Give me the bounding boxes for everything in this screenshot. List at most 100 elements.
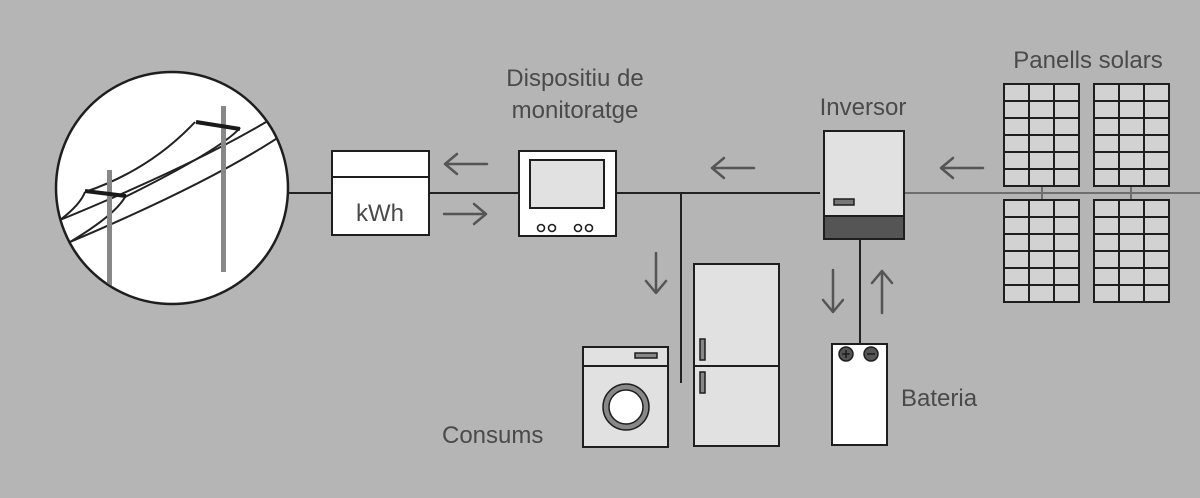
utility-pole-left: [107, 170, 112, 303]
solar-cell: [1028, 267, 1055, 286]
solar-cell: [1003, 216, 1030, 235]
fridge-handle-bottom: [699, 371, 706, 394]
monitoring-device: [518, 150, 617, 237]
solar-cell: [1028, 233, 1055, 252]
solar-panels-label: Panells solars: [1013, 47, 1162, 74]
power-line-span-2: [124, 127, 241, 198]
solar-cell: [1093, 267, 1120, 286]
plus-icon: [842, 350, 850, 358]
solar-cell: [1143, 117, 1170, 136]
pole-crossarm-right: [195, 120, 241, 131]
inverter: [823, 130, 905, 240]
solar-cell: [1118, 267, 1145, 286]
solar-cell: [1028, 134, 1055, 153]
solar-cell: [1093, 284, 1120, 303]
solar-cell: [1003, 233, 1030, 252]
monitor-label-line2: monitoratge: [512, 97, 639, 124]
solar-cell: [1118, 250, 1145, 269]
power-line-span: [84, 121, 196, 193]
solar-cell: [1118, 83, 1145, 102]
power-grid: [54, 70, 290, 306]
solar-cell: [1118, 134, 1145, 153]
solar-cell: [1118, 216, 1145, 235]
grid-circle: [54, 70, 290, 306]
arrow-panels-to-inverter: [939, 156, 985, 180]
solar-cell: [1028, 100, 1055, 119]
solar-cell: [1118, 117, 1145, 136]
arrow-to-consumers: [644, 251, 668, 295]
solar-cell: [1053, 199, 1080, 218]
solar-cell: [1053, 216, 1080, 235]
battery-body: [831, 343, 888, 446]
solar-cell: [1003, 284, 1030, 303]
solar-panel: [1093, 199, 1170, 303]
solar-cell: [1118, 151, 1145, 170]
solar-cell: [1028, 216, 1055, 235]
inverter-indicator: [833, 198, 855, 206]
solar-panel: [1093, 83, 1170, 187]
solar-cell: [1093, 199, 1120, 218]
energy-meter: kWh: [331, 150, 430, 236]
fridge-body: [693, 263, 780, 447]
solar-cell: [1143, 168, 1170, 187]
solar-cell: [1093, 151, 1120, 170]
meter-unit-label: kWh: [356, 200, 404, 227]
solar-cell: [1003, 134, 1030, 153]
meter-body: [331, 150, 430, 236]
solar-cell: [1118, 233, 1145, 252]
solar-cell: [1003, 100, 1030, 119]
solar-cell: [1093, 83, 1120, 102]
monitor-button: [536, 223, 546, 233]
solar-cell: [1093, 216, 1120, 235]
solar-panel: [1003, 199, 1080, 303]
solar-cell: [1118, 100, 1145, 119]
washing-machine-display: [634, 352, 658, 359]
solar-cell: [1003, 199, 1030, 218]
solar-cell: [1003, 151, 1030, 170]
arrow-inverter-to-battery: [821, 268, 845, 314]
solar-cell: [1003, 168, 1030, 187]
solar-cell: [1053, 168, 1080, 187]
solar-cell: [1093, 168, 1120, 187]
solar-cell: [1053, 117, 1080, 136]
monitor-label-line1: Dispositiu de: [506, 65, 643, 92]
solar-cell: [1028, 151, 1055, 170]
solar-cell: [1143, 151, 1170, 170]
pole-crossarm-left: [84, 189, 127, 198]
solar-cell: [1143, 233, 1170, 252]
solar-cell: [1028, 284, 1055, 303]
monitor-button: [584, 223, 594, 233]
arrow-battery-to-inverter: [870, 269, 894, 315]
power-line-sag-2: [69, 196, 126, 243]
solar-cell: [1028, 117, 1055, 136]
solar-cell: [1003, 83, 1030, 102]
solar-cell: [1053, 267, 1080, 286]
arrow-left-to-meter: [443, 152, 489, 176]
battery: [831, 343, 888, 446]
monitor-screen: [529, 159, 605, 209]
solar-cell: [1143, 216, 1170, 235]
solar-cell: [1053, 250, 1080, 269]
solar-cell: [1003, 250, 1030, 269]
solar-cell: [1143, 134, 1170, 153]
solar-cell: [1143, 267, 1170, 286]
arrow-right-from-meter: [442, 202, 488, 226]
solar-cell: [1143, 250, 1170, 269]
solar-cell: [1028, 168, 1055, 187]
arrow-inverter-to-monitor: [710, 156, 756, 180]
consumers-label: Consums: [442, 422, 543, 449]
washing-machine-window: [608, 389, 644, 425]
solar-cell: [1143, 100, 1170, 119]
solar-cell: [1053, 100, 1080, 119]
solar-cell: [1118, 284, 1145, 303]
solar-cell: [1003, 267, 1030, 286]
solar-cell: [1053, 233, 1080, 252]
power-line-sag-1: [59, 191, 86, 221]
monitor-button: [547, 223, 557, 233]
solar-cell: [1093, 117, 1120, 136]
solar-cell: [1118, 199, 1145, 218]
washing-machine: [582, 346, 669, 448]
solar-cell: [1053, 83, 1080, 102]
solar-cell: [1118, 168, 1145, 187]
